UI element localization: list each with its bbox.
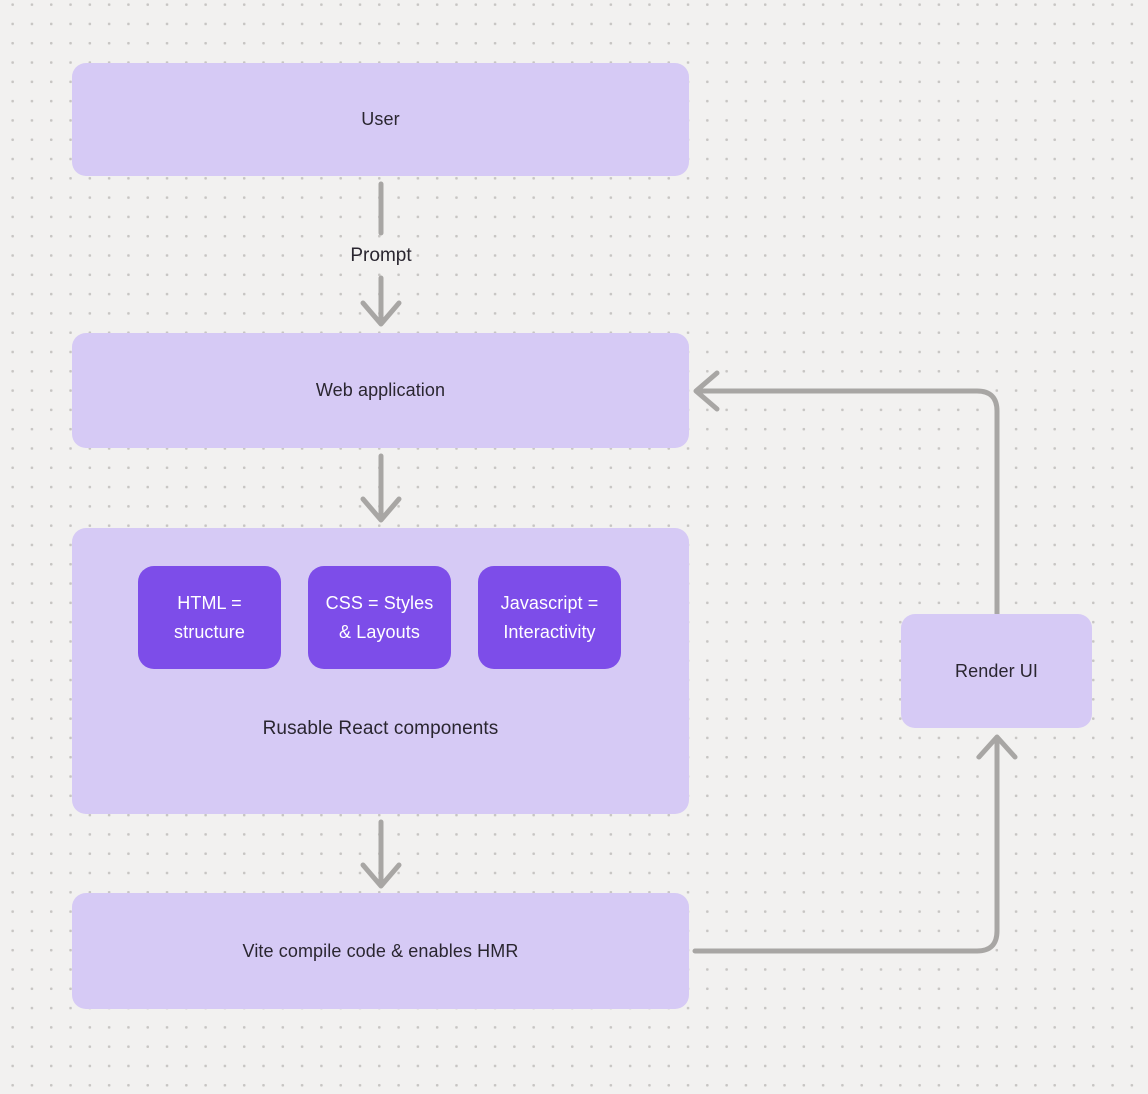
node-render-ui: Render UI [901, 614, 1092, 728]
chip-javascript-label: Javascript = Interactivity [500, 592, 599, 642]
chip-html: HTML = structure [138, 566, 281, 669]
edge-webapp-to-components [360, 453, 402, 523]
chip-javascript: Javascript = Interactivity [478, 566, 621, 669]
node-render-ui-label: Render UI [955, 660, 1038, 681]
edge-components-to-vite [360, 819, 402, 889]
chip-css: CSS = Styles & Layouts [308, 566, 451, 669]
node-web-application-label: Web application [315, 380, 446, 400]
chip-html-label: HTML = structure [174, 592, 245, 642]
node-user-label: User [361, 109, 400, 129]
edge-renderui-to-webapp [693, 370, 1000, 617]
node-web-application: Web application [72, 333, 689, 448]
components-group-label: Rusable React components [262, 718, 499, 739]
node-components-group: HTML = structure CSS = Styles & Layouts … [72, 528, 689, 814]
node-vite: Vite compile code & enables HMR [72, 893, 689, 1009]
edge-label-prompt: Prompt [350, 245, 412, 266]
node-vite-label: Vite compile code & enables HMR [242, 940, 519, 961]
node-user: User [72, 63, 689, 176]
edge-vite-to-renderui [692, 734, 1018, 954]
chip-css-label: CSS = Styles & Layouts [325, 592, 434, 642]
